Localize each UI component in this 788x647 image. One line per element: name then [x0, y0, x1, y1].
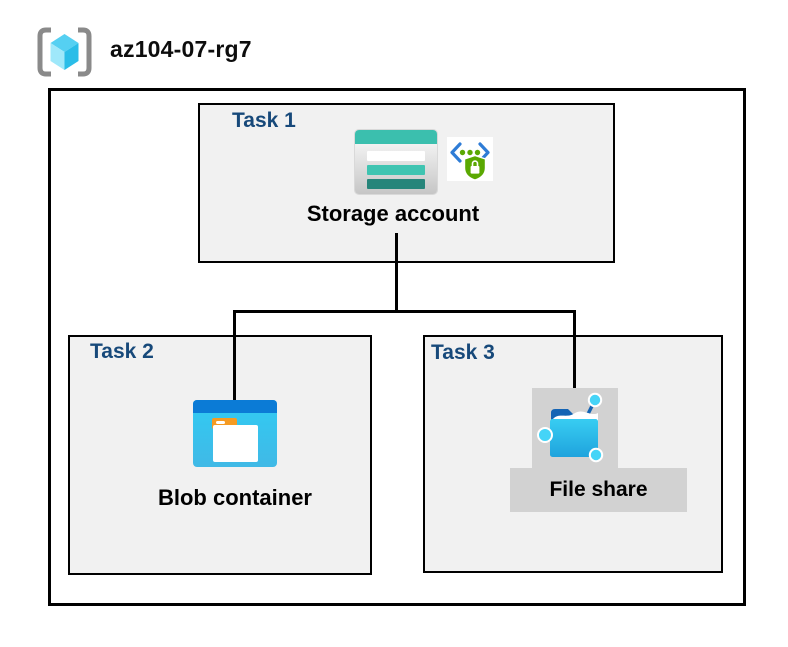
resource-group-icon	[37, 27, 92, 77]
file-share-label-highlight	[510, 468, 687, 512]
resource-group-title: az104-07-rg7	[110, 36, 252, 62]
storage-stripe-teal	[367, 165, 425, 175]
connector-to-fileshare	[573, 310, 576, 390]
file-share-label: File share	[549, 478, 648, 501]
storage-icon-topbar	[355, 130, 437, 144]
file-share-network-folder-icon	[537, 392, 604, 463]
connector-horizontal	[233, 310, 576, 313]
blob-container-folder-icon	[193, 400, 277, 467]
storage-account-label: Storage account	[306, 201, 480, 226]
blob-icon-topbar	[193, 400, 277, 413]
storage-stripe-white	[367, 151, 425, 161]
storage-account-icon	[355, 130, 437, 194]
blob-folder-body	[213, 425, 258, 462]
connector-to-blob	[233, 310, 236, 402]
code-brackets-lock-shield-icon	[447, 137, 493, 181]
blob-folder-tab-dash	[216, 421, 225, 424]
connector-storage-stem	[395, 233, 398, 313]
storage-stripe-dark	[367, 179, 425, 189]
task2-label: Task 2	[90, 340, 154, 363]
blob-container-label: Blob container	[157, 485, 312, 510]
task3-label: Task 3	[431, 341, 495, 364]
task1-label: Task 1	[232, 109, 296, 132]
blob-folder-tab	[212, 418, 237, 429]
